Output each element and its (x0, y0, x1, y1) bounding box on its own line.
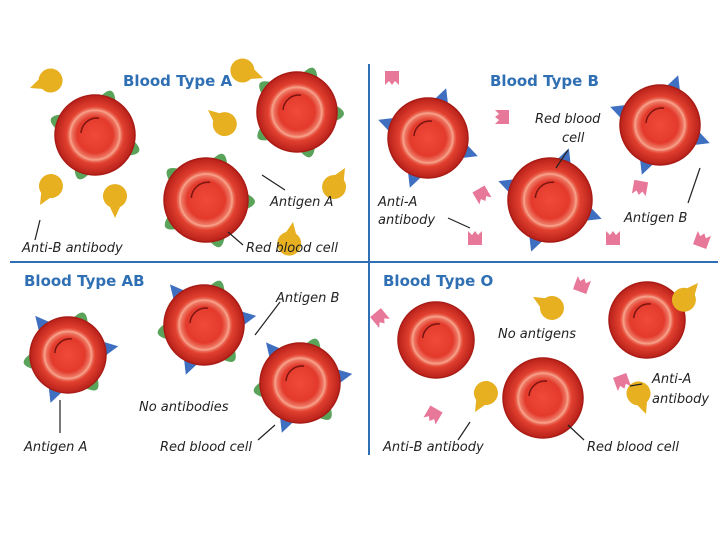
red-blood-cell (378, 88, 478, 188)
panel-ab-title: Blood Type AB (24, 272, 145, 290)
anti-a-antibody-icon (370, 308, 390, 328)
red-blood-cell (163, 153, 255, 248)
red-blood-cell (256, 67, 344, 158)
anti-a-antibody-icon (472, 185, 492, 205)
panel-blood-type-b: Blood Type B Red blood cell Anti-A antib… (377, 71, 711, 252)
anti-b-antibody-icon (25, 65, 66, 100)
label-anti-b-antibody: Anti-B antibody (21, 241, 123, 256)
red-blood-cell (608, 281, 686, 359)
label-no-antigens: No antigens (498, 327, 576, 342)
red-blood-cell (610, 75, 710, 175)
panel-blood-type-ab: Blood Type AB Antigen B No antibodies An… (23, 272, 353, 455)
label-antigen-a: Antigen A (23, 440, 87, 455)
red-blood-cell (157, 280, 257, 375)
label-antigen-b: Antigen B (623, 211, 687, 226)
anti-a-antibody-icon (495, 110, 509, 124)
panel-a-cells (50, 67, 344, 248)
anti-a-antibody-icon (385, 71, 399, 85)
label-red-blood: Red blood (535, 112, 601, 127)
label-cell: cell (562, 131, 585, 146)
red-blood-cell (50, 90, 140, 180)
anti-a-antibody-icon (606, 231, 620, 245)
label-anti-a: Anti-A (651, 372, 691, 387)
label-antibody: antibody (652, 392, 709, 407)
anti-a-antibody-icon (468, 231, 482, 245)
label-antibody: antibody (378, 213, 435, 228)
anti-a-antibody-icon (631, 179, 649, 197)
anti-b-antibody-icon (527, 286, 569, 325)
label-red-blood-cell: Red blood cell (587, 440, 679, 455)
panel-ab-cells (23, 280, 353, 433)
panel-blood-type-o: Blood Type O No antigens Anti-A antibody… (370, 272, 709, 455)
label-antigen-b: Antigen B (275, 291, 339, 306)
anti-b-antibody-icon (103, 184, 127, 218)
anti-a-antibody-icon (423, 405, 443, 425)
label-red-blood-cell: Red blood cell (246, 241, 338, 256)
anti-b-antibody-icon (200, 100, 242, 141)
panel-b-cells (378, 75, 710, 252)
anti-b-antibody-icon (29, 169, 68, 211)
anti-a-antibody-icon (693, 231, 711, 249)
panel-o-title: Blood Type O (383, 272, 493, 290)
panel-o-cells (397, 281, 686, 439)
panel-b-title: Blood Type B (490, 72, 599, 90)
panel-dividers (10, 64, 718, 455)
label-anti-b-antibody: Anti-B antibody (382, 440, 484, 455)
label-antigen-a: Antigen A (269, 195, 333, 210)
label-no-antibodies: No antibodies (139, 400, 229, 415)
panel-blood-type-a: Blood Type A Antigen A Anti-B antibody R… (21, 55, 356, 258)
red-blood-cell (502, 357, 584, 439)
panel-a-title: Blood Type A (123, 72, 233, 90)
label-red-blood-cell: Red blood cell (160, 440, 252, 455)
red-blood-cell (397, 301, 475, 379)
label-anti-a: Anti-A (377, 195, 417, 210)
anti-a-antibody-icon (573, 276, 591, 294)
red-blood-cell (23, 312, 119, 403)
red-blood-cell (498, 148, 602, 252)
red-blood-cell (253, 338, 353, 433)
anti-b-antibody-icon (464, 376, 503, 418)
